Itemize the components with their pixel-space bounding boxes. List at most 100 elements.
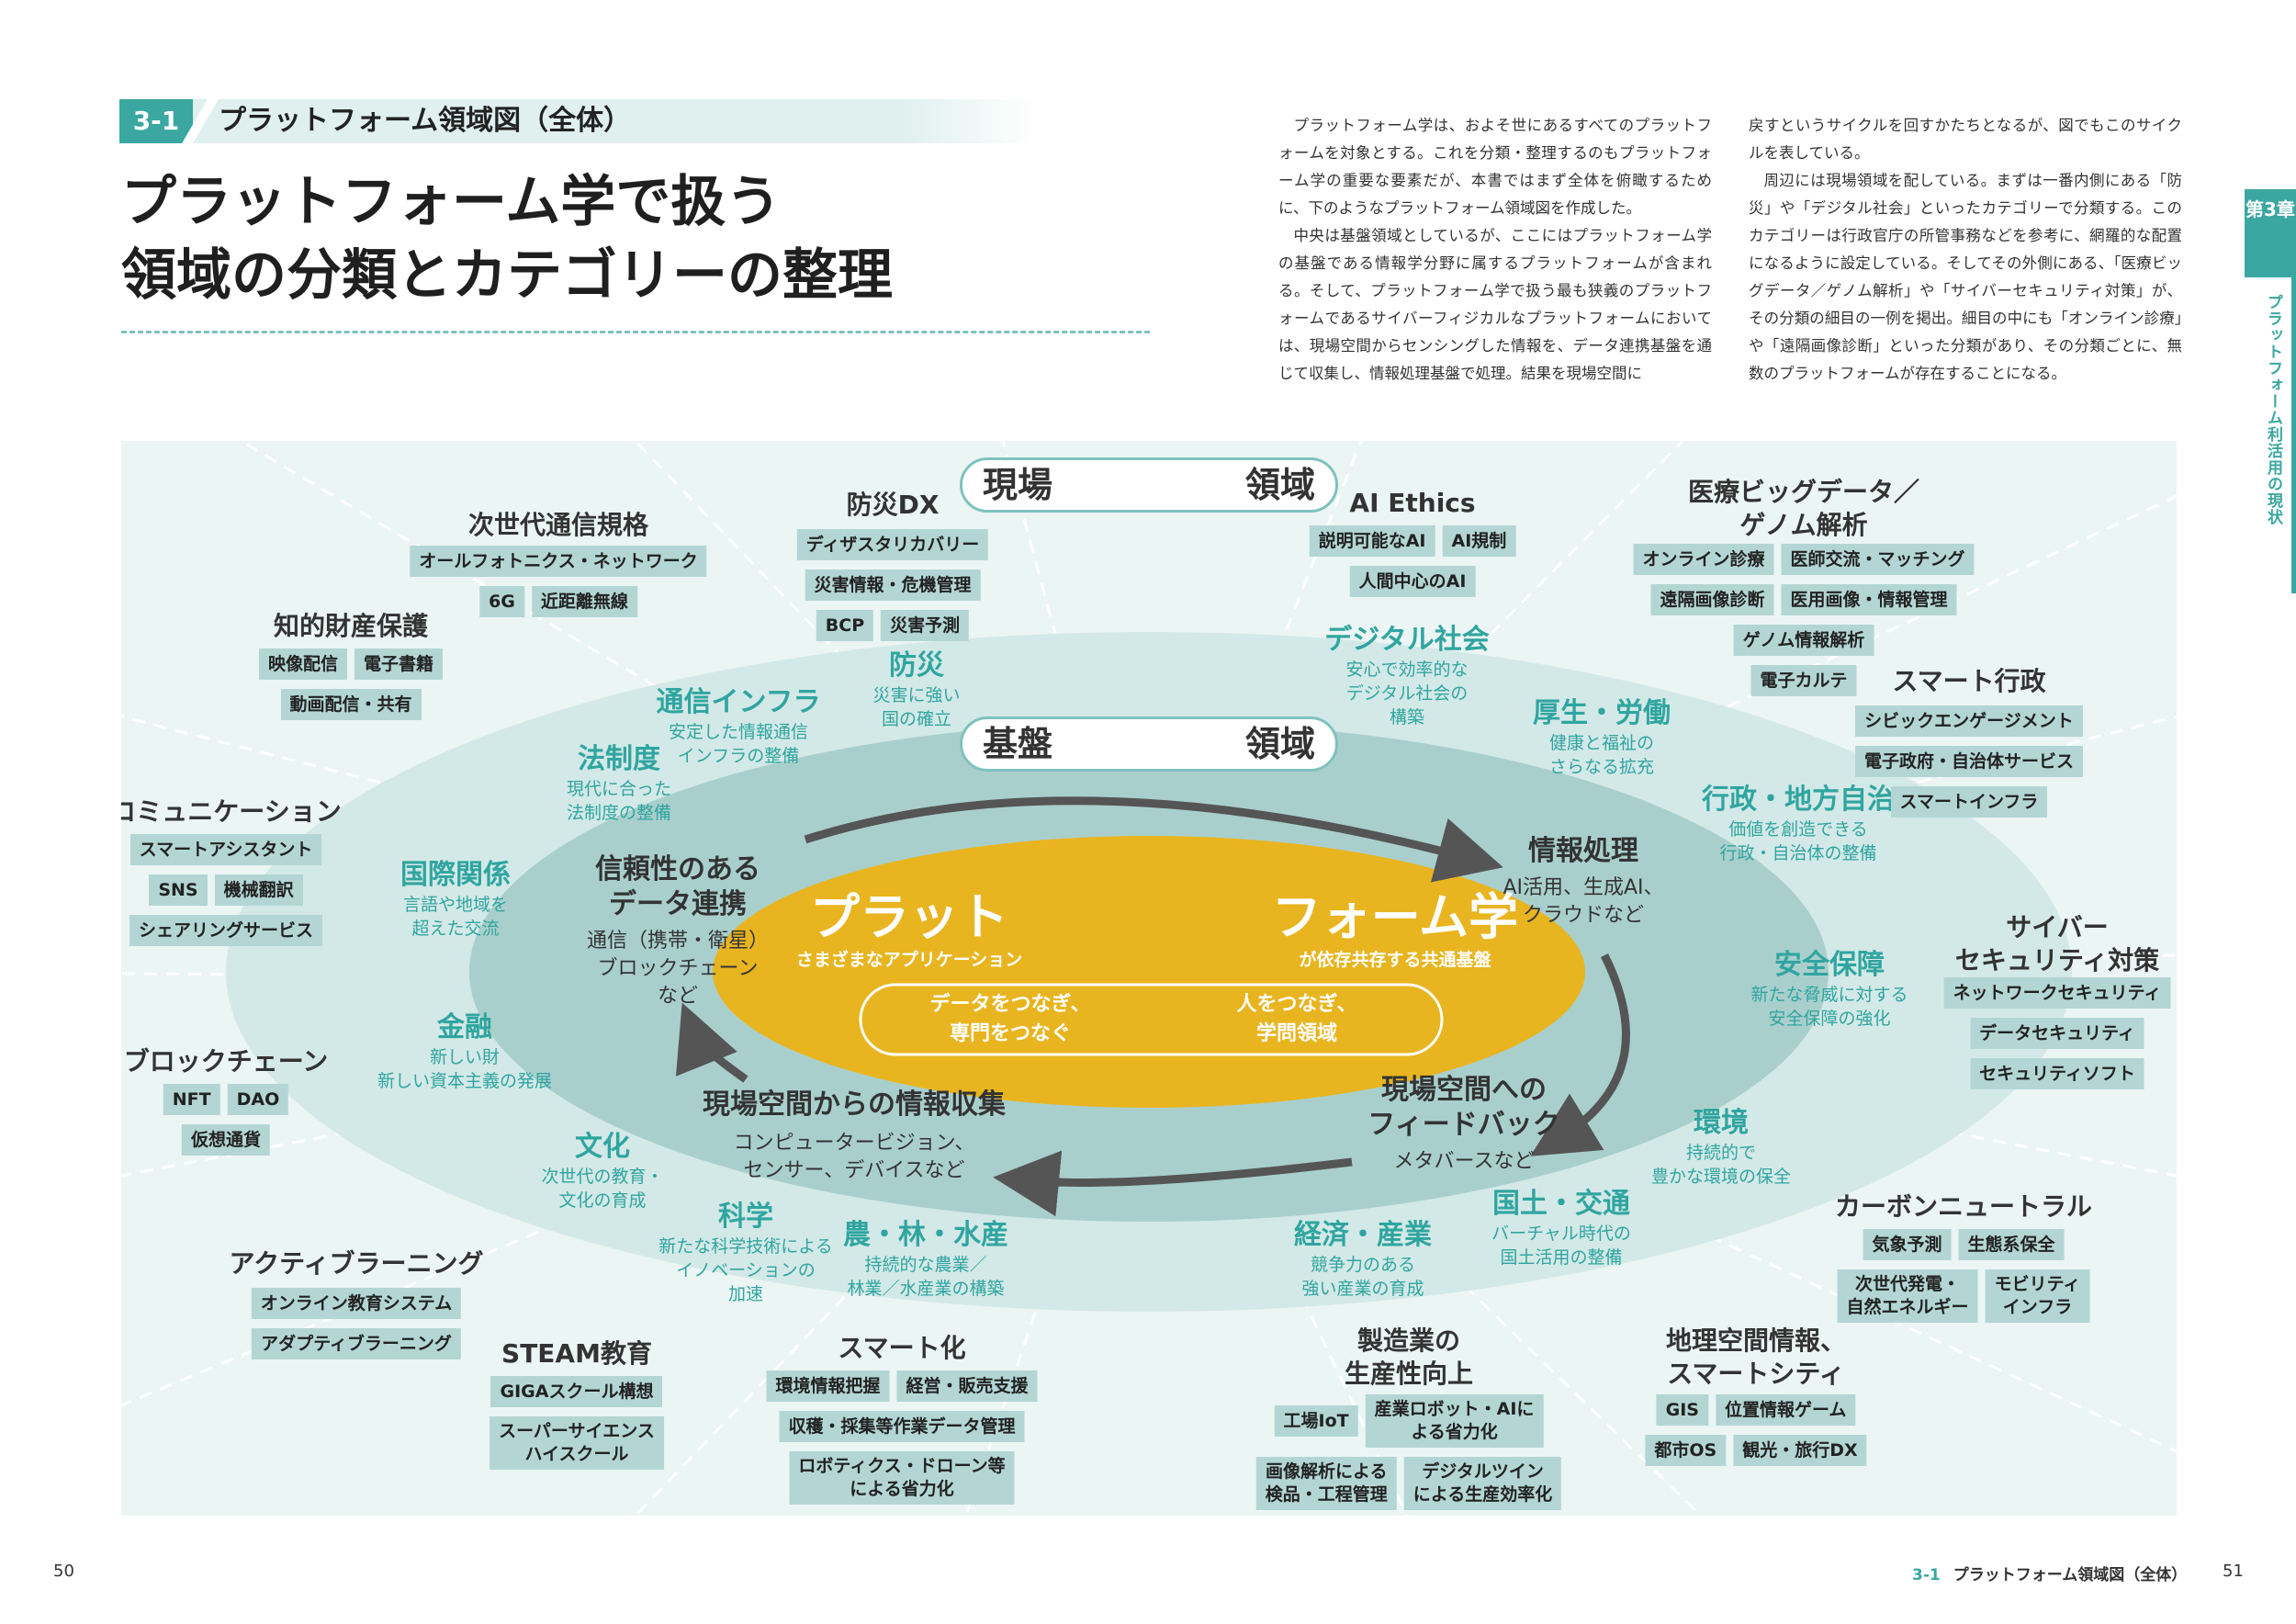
category-sub: 林業／水産業の構築 xyxy=(847,1279,1005,1299)
chip: ディザスタリカバリー xyxy=(796,529,989,560)
category-sub: 強い産業の育成 xyxy=(1301,1279,1424,1299)
chip: 災害情報・危機管理 xyxy=(805,570,981,601)
center-inner-left-line1: データをつなぎ、 xyxy=(929,993,1091,1016)
category-health-labor: 厚生・労働 健康と福祉の さらなる拡充 xyxy=(1533,696,1671,779)
footer-section-number: 3-1 xyxy=(1912,1566,1941,1585)
category-sub: デジタル社会の xyxy=(1345,683,1469,704)
category-sub: 次世代の教育・ xyxy=(541,1167,664,1187)
footer-section-title: プラットフォーム領域図（全体） xyxy=(1953,1566,2188,1585)
category-legal-system: 法制度 現代に合った 法制度の整備 xyxy=(567,742,671,825)
chip: AI規制 xyxy=(1442,525,1516,557)
center-inner-left-line2: 専門をつなぐ xyxy=(949,1022,1071,1045)
cycle-data-sub1: 通信（携帯・衛星） xyxy=(586,930,770,953)
chip: 位置情報ゲーム xyxy=(1715,1394,1856,1426)
cycle-data-sub2: ブロックチェーン xyxy=(597,957,759,980)
group-title-medical-bigdata: 医療ビッグデータ／ ゲノム解析 xyxy=(1688,476,1919,542)
group-carbon-neutral: 気象予測 生態系保全 次世代発電・ 自然エネルギー モビリティ インフラ xyxy=(1837,1229,2090,1323)
group-title-ai-ethics: AI Ethics xyxy=(1349,488,1476,518)
category-sub: 新たな脅威に対する xyxy=(1750,985,1908,1005)
category-sub: 国の確立 xyxy=(881,709,952,729)
group-geospatial: GIS 位置情報ゲーム 都市OS 観光・旅行DX xyxy=(1645,1394,1867,1466)
center-sub-left: さまざまなアプリケーション xyxy=(795,950,1023,970)
category-sub: 豊かな環境の保全 xyxy=(1650,1167,1792,1187)
group-ip-protection: 映像配信 電子書籍 動画配信・共有 xyxy=(258,648,444,720)
group-title-active-learning: アクティブラーニング xyxy=(229,1248,484,1279)
cycle-data-title1: 信頼性のある xyxy=(594,853,760,885)
chapter-tab-label: プラットフォーム利活用の現状 xyxy=(2264,294,2282,525)
cycle-data-sub3: など xyxy=(657,985,699,1008)
title-divider xyxy=(121,331,1150,333)
category-sub: インフラの整備 xyxy=(677,746,800,766)
intro-paragraph: 周辺には現場領域を配している。まずは一番内側にある「防災」や「デジタル社会」とい… xyxy=(1749,172,2182,382)
group-title-smart-gov: スマート行政 xyxy=(1892,666,2046,696)
genba-region-label: 現場 領域 xyxy=(960,457,1338,513)
cycle-proc-sub2: クラウドなど xyxy=(1522,904,1645,927)
category-sub: 新しい資本主義の発展 xyxy=(377,1071,553,1091)
cycle-collection: 現場空間からの情報収集 コンピュータービジョン、 センサー、デバイスなど xyxy=(703,1088,1006,1185)
category-title: 金融 xyxy=(436,1011,492,1043)
category-title: 行政・地方自治 xyxy=(1702,784,1895,816)
group-steam: GIGAスクール構想 スーパーサイエンス ハイスクール xyxy=(490,1376,664,1470)
chip: 生態系保全 xyxy=(1958,1229,2065,1260)
chip: オンライン教育システム xyxy=(251,1288,462,1319)
group-title-smart-agri: スマート化 xyxy=(838,1333,966,1363)
chip: ネットワークセキュリティ xyxy=(1943,977,2171,1009)
group-title-geospatial: 地理空間情報、 スマートシティ xyxy=(1666,1325,1846,1391)
center-inner-right-line1: 人をつなぎ、 xyxy=(1236,993,1357,1016)
group-communication: スマートアシスタント SNS 機械翻訳 シェアリングサービス xyxy=(129,834,323,946)
category-agriculture: 農・林・水産 持続的な農業／ 林業／水産業の構築 xyxy=(843,1218,1008,1301)
group-smart-agri: 環境情報把握 経営・販売支援 収穫・採集等作業データ管理 ロボティクス・ドローン… xyxy=(766,1370,1038,1505)
category-land-transport: 国土・交通 バーチャル時代の 国土活用の整備 xyxy=(1491,1187,1631,1269)
category-sub: 新たな科学技術による xyxy=(658,1236,833,1257)
center-core xyxy=(713,836,1585,1108)
center-title-left: プラット xyxy=(810,888,1008,946)
section-tag-band xyxy=(119,99,1038,143)
group-title-line: 医療ビッグデータ／ xyxy=(1687,477,1920,507)
cycle-collect-sub2: センサー、デバイスなど xyxy=(743,1159,965,1182)
chip: 電子書籍 xyxy=(355,648,444,680)
chip: 画像解析による 検品・工程管理 xyxy=(1255,1457,1397,1510)
category-sub: 超えた交流 xyxy=(411,919,500,939)
chip: BCP xyxy=(816,610,874,641)
intro-paragraph: 中央は基盤領域としているが、ここにはプラットフォーム学の基盤である情報学分野に属… xyxy=(1278,227,1712,382)
section-title: プラットフォーム領域図（全体） xyxy=(219,105,632,137)
chip: 仮想通貨 xyxy=(181,1124,271,1156)
cycle-data-title2: データ連携 xyxy=(608,888,747,920)
intro-column-2: 戻すというサイクルを回すかたちとなるが、図でもこのサイクルを表している。 周辺に… xyxy=(1749,112,2182,388)
intro-column-1: プラットフォーム学は、およそ世にあるすべてのプラットフォームを対象とする。これを… xyxy=(1278,112,1712,388)
chip: 遠隔画像診断 xyxy=(1650,584,1774,615)
category-title: 農・林・水産 xyxy=(843,1219,1008,1251)
category-sub: 安心で効率的な xyxy=(1345,660,1469,680)
category-sub: バーチャル時代の xyxy=(1491,1224,1631,1244)
arrow-right xyxy=(1530,953,1630,1156)
category-title: 法制度 xyxy=(577,743,660,775)
intro-paragraph: 戻すというサイクルを回すかたちとなるが、図でもこのサイクルを表している。 xyxy=(1749,117,2182,162)
category-sub: 競争力のある xyxy=(1310,1255,1415,1275)
chip: 災害予測 xyxy=(881,610,970,641)
chapter-tab[interactable]: 第3章 xyxy=(2245,189,2296,277)
chip: 観光・旅行DX xyxy=(1733,1435,1867,1466)
chip: 収穫・採集等作業データ管理 xyxy=(779,1411,1025,1442)
category-sub: 災害に強い xyxy=(872,685,961,705)
category-science: 科学 新たな科学技術による イノベーションの 加速 xyxy=(658,1200,832,1306)
center-inner-pill xyxy=(859,983,1444,1056)
chapter-tab-border xyxy=(2245,189,2296,593)
group-title-line: サイバー xyxy=(2006,912,2109,942)
category-sub: 加速 xyxy=(727,1284,763,1304)
chip: 電子政府・自治体サービス xyxy=(1854,746,2084,777)
genba-label-right: 領域 xyxy=(1244,465,1315,505)
category-title: 科学 xyxy=(718,1201,773,1233)
group-blockchain: NFT DAO 仮想通貨 xyxy=(163,1084,289,1156)
chip: 説明可能なAI xyxy=(1309,525,1435,557)
chip: 気象予測 xyxy=(1863,1229,1952,1260)
category-international-relations: 国際関係 言語や地域を 超えた交流 xyxy=(400,858,511,941)
cycle-collect-sub1: コンピュータービジョン、 xyxy=(733,1132,975,1155)
category-sub: 国土活用の整備 xyxy=(1500,1247,1623,1268)
group-ai-ethics: 説明可能なAI AI規制 人間中心のAI xyxy=(1309,525,1516,597)
category-title: 通信インフラ xyxy=(656,686,821,718)
cycle-data-linkage: 信頼性のある データ連携 通信（携帯・衛星） ブロックチェーン など xyxy=(587,852,769,1010)
chip: アダプティブラーニング xyxy=(252,1328,461,1359)
kiban-region-label: 基盤 領域 xyxy=(960,716,1338,772)
category-title: デジタル社会 xyxy=(1324,624,1490,656)
arrow-left xyxy=(675,1002,748,1083)
